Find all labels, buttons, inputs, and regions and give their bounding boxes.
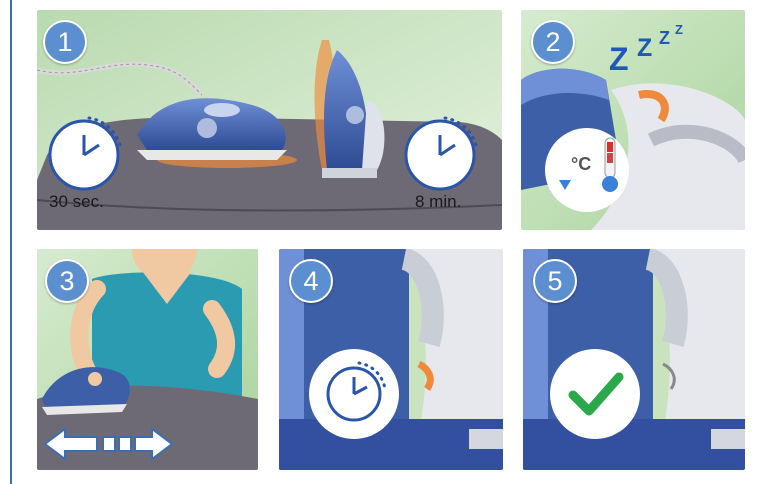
temp-unit: °C	[571, 154, 591, 174]
step-1-panel: 1 30 sec. 8 min.	[37, 10, 502, 230]
svg-text:Z: Z	[675, 22, 683, 37]
checkmark-icon	[550, 349, 640, 439]
step-5-panel: 5	[523, 249, 745, 470]
clock-icon	[309, 349, 399, 439]
svg-text:Z: Z	[659, 28, 670, 48]
step-number-badge: 4	[289, 259, 333, 303]
step-number-badge: 3	[45, 259, 89, 303]
step-2-panel: °C Z Z Z Z 2	[521, 10, 745, 230]
step-number-badge: 1	[43, 20, 87, 64]
step-number-badge: 2	[531, 20, 575, 64]
timer-label-short: 30 sec.	[49, 192, 104, 212]
svg-text:Z: Z	[637, 34, 652, 62]
svg-text:Z: Z	[609, 41, 629, 77]
step-number-badge: 5	[533, 259, 577, 303]
timer-label-long: 8 min.	[415, 192, 461, 212]
left-border-line	[10, 0, 12, 484]
step-3-panel: 3	[37, 249, 258, 470]
step-4-panel: 4	[279, 249, 503, 470]
thermometer-icon: °C	[545, 128, 629, 212]
